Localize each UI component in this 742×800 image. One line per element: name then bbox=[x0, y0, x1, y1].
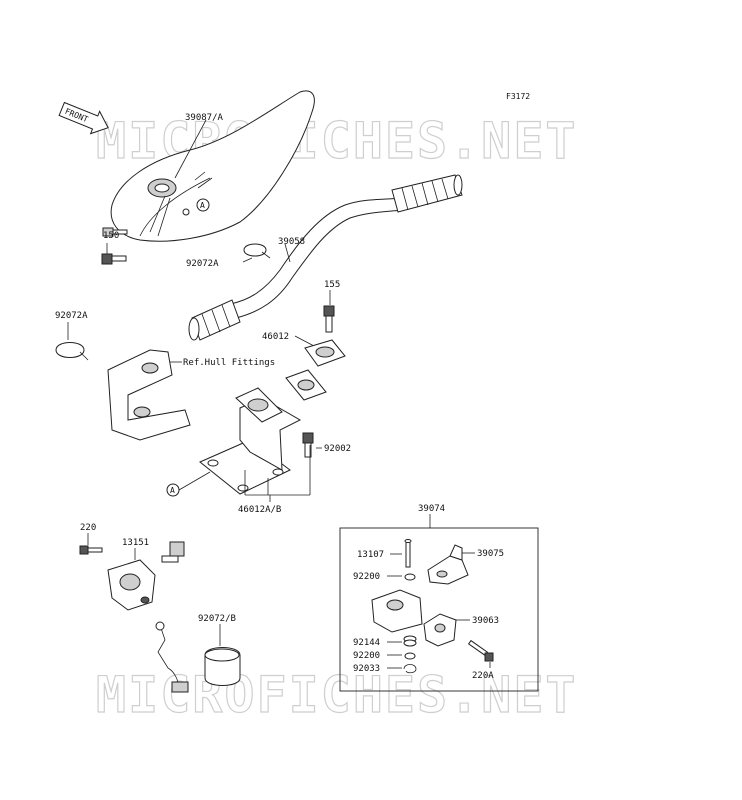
switch-13151 bbox=[107, 559, 156, 611]
clamp-92072a-top bbox=[243, 243, 271, 259]
handlebar-cover-39087a bbox=[110, 90, 315, 242]
label-46012: 46012 bbox=[262, 332, 289, 342]
label-150: 150 bbox=[103, 231, 119, 241]
label-13107: 13107 bbox=[357, 550, 384, 560]
label-39075: 39075 bbox=[477, 549, 504, 559]
throttle-housing bbox=[371, 589, 423, 633]
screw-220 bbox=[79, 545, 103, 555]
screw-220a bbox=[467, 639, 494, 662]
label-39063: 39063 bbox=[472, 616, 499, 626]
label-92072a-top: 92072A bbox=[186, 259, 219, 269]
label-92144: 92144 bbox=[353, 638, 380, 648]
bolt-150 bbox=[102, 227, 128, 237]
label-92072b: 92072/B bbox=[198, 614, 236, 624]
assembly-box-39074 bbox=[339, 527, 539, 692]
label-92002: 92002 bbox=[324, 444, 351, 454]
right-grip bbox=[391, 174, 463, 213]
ref-note: Ref.Hull Fittings bbox=[183, 358, 275, 368]
label-92200-bottom: 92200 bbox=[353, 651, 380, 661]
label-13151: 13151 bbox=[122, 538, 149, 548]
front-arrow-icon: FRONT bbox=[58, 101, 109, 135]
holder-46012 bbox=[304, 339, 346, 367]
label-92200-top: 92200 bbox=[353, 572, 380, 582]
spring-92144 bbox=[403, 635, 417, 647]
bolt-155 bbox=[323, 305, 335, 333]
clamp-92072a-left bbox=[55, 342, 89, 361]
callout-a-bottom: A bbox=[170, 486, 175, 495]
washer-92200-bottom bbox=[404, 652, 416, 660]
clamp-92072b bbox=[204, 647, 241, 686]
handlebar-39058 bbox=[188, 174, 463, 341]
label-92072a-left: 92072A bbox=[55, 311, 88, 321]
bolt-92002 bbox=[302, 432, 314, 458]
label-39087a: 39087/A bbox=[185, 113, 224, 123]
pin-13107 bbox=[404, 539, 412, 568]
label-46012ab: 46012A/B bbox=[238, 505, 281, 515]
spring-lanyard bbox=[155, 621, 189, 693]
label-39058: 39058 bbox=[278, 237, 305, 247]
watermark-bottom: MICROFICHES.NET bbox=[96, 666, 578, 724]
callout-a-top: A bbox=[200, 201, 205, 210]
hull-bracket bbox=[107, 349, 191, 441]
label-220: 220 bbox=[80, 523, 96, 533]
steering-holder bbox=[199, 369, 327, 495]
lever-39075 bbox=[427, 544, 469, 585]
knob bbox=[161, 541, 185, 563]
clip-92033 bbox=[403, 664, 417, 674]
figure-code: F3172 bbox=[506, 92, 530, 101]
label-92033: 92033 bbox=[353, 664, 380, 674]
left-grip bbox=[188, 299, 241, 341]
label-155: 155 bbox=[324, 280, 340, 290]
washer-92200-top bbox=[404, 573, 416, 581]
cover-39063 bbox=[423, 613, 457, 647]
label-39074: 39074 bbox=[418, 504, 445, 514]
label-220a: 220A bbox=[472, 671, 494, 681]
